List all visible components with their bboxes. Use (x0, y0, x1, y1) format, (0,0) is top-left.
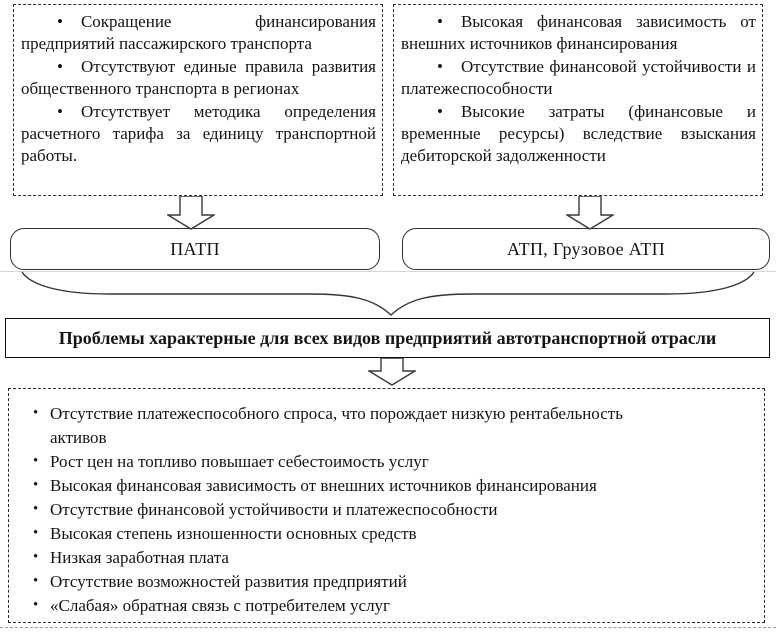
list-item: • Рост цен на топливо повышает себестоимо… (33, 450, 664, 474)
bullet-paragraph: •Высокие затраты (финансовые и временные… (401, 101, 756, 168)
paragraph-text: Отсутствует методика определения расчетн… (21, 101, 376, 166)
bullet-icon: • (33, 573, 39, 589)
common-problems-title: Проблемы характерные для всех видов пред… (58, 327, 717, 348)
list-item-text: «Слабая» обратная связь с потребителем у… (50, 596, 391, 615)
down-arrow-icon (167, 196, 215, 230)
down-arrow-icon (566, 196, 614, 230)
down-arrow-icon (368, 358, 416, 386)
page-divider (0, 627, 776, 628)
bullet-icon: • (33, 453, 39, 469)
bullet-icon: • (33, 405, 39, 421)
bullet-paragraph: •Отсутствует методика определения расчет… (21, 101, 376, 168)
bullet-icon: • (33, 597, 39, 613)
list-item-text: Отсутствие платежеспособного спроса, что… (50, 404, 623, 447)
problems-list: • Отсутствие платежеспособного спроса, чт… (33, 402, 664, 618)
list-item-text: Высокая финансовая зависимость от внешни… (50, 476, 597, 495)
bullet-icon: • (57, 12, 63, 31)
list-item: • Отсутствие финансовой устойчивости и пл… (33, 498, 664, 522)
list-item: • Отсутствие платежеспособного спроса, чт… (33, 402, 664, 450)
atp-label: АТП, Грузовое АТП (506, 238, 666, 259)
common-problems-list-box: • Отсутствие платежеспособного спроса, чт… (8, 388, 765, 623)
bullet-paragraph: •Отсутствие финансовой устойчивости и пл… (401, 56, 756, 101)
curly-brace-icon (21, 271, 755, 316)
paragraph-text: Отсутствуют единые правила развития обще… (21, 56, 376, 99)
atp-box: АТП, Грузовое АТП (402, 228, 770, 270)
list-item: • Отсутствие возможностей развития предпр… (33, 570, 664, 594)
passenger-transport-problems-box: •Сокращение финансирования предприятий п… (13, 4, 383, 196)
bullet-paragraph: •Отсутствуют единые правила развития общ… (21, 56, 376, 101)
paragraph-text: Высокая финансовая зависимость от внешни… (401, 12, 756, 54)
list-item: • Высокая финансовая зависимость от внешн… (33, 474, 664, 498)
list-item: • Низкая заработная плата (33, 546, 664, 570)
bullet-paragraph: •Высокая финансовая зависимость от внешн… (401, 11, 756, 56)
list-item-text: Рост цен на топливо повышает себестоимос… (50, 452, 429, 471)
bullet-icon: • (437, 101, 443, 121)
list-item-text: Высокая степень изношенности основных ср… (50, 524, 417, 543)
list-item-text: Низкая заработная плата (50, 548, 229, 567)
bullet-icon: • (33, 501, 39, 517)
paragraph-text: Сокращение финансирования предприятий па… (21, 12, 376, 54)
common-problems-title-box: Проблемы характерные для всех видов пред… (5, 318, 770, 358)
list-item: • «Слабая» обратная связь с потребителем … (33, 594, 664, 618)
list-item-text: Отсутствие финансовой устойчивости и пла… (50, 500, 498, 519)
bullet-icon: • (33, 525, 39, 541)
bullet-paragraph: •Сокращение финансирования предприятий п… (21, 11, 376, 56)
bullet-icon: • (57, 56, 63, 76)
bullet-icon: • (437, 12, 443, 31)
list-item-text: Отсутствие возможностей развития предпри… (50, 572, 407, 591)
divider (0, 271, 776, 272)
patp-label: ПАТП (170, 238, 220, 259)
bullet-icon: • (33, 549, 39, 565)
bullet-icon: • (57, 101, 63, 121)
bullet-icon: • (33, 477, 39, 493)
patp-box: ПАТП (10, 228, 380, 270)
paragraph-text: Высокие затраты (финансовые и временные … (401, 101, 756, 166)
bullet-icon: • (437, 56, 443, 76)
freight-transport-problems-box: •Высокая финансовая зависимость от внешн… (393, 4, 763, 196)
paragraph-text: Отсутствие финансовой устойчивости и пла… (401, 56, 756, 99)
list-item: • Высокая степень изношенности основных с… (33, 522, 664, 546)
